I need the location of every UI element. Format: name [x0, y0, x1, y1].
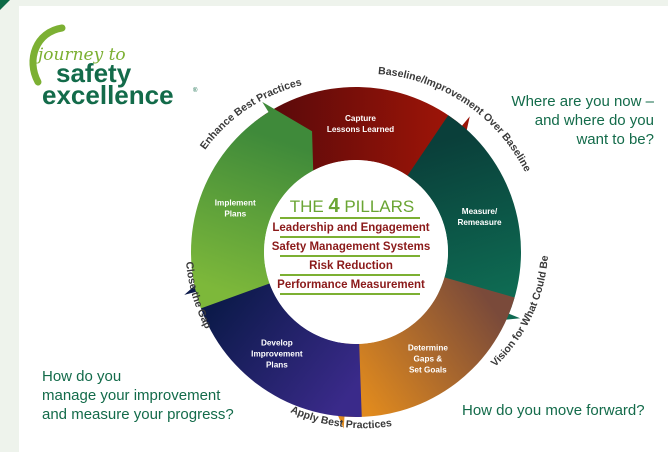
pillars-panel: THE 4 PILLARS Leadership and Engagement … — [272, 195, 431, 295]
pillars-title: THE 4 PILLARS — [290, 195, 415, 217]
center-circle — [264, 160, 448, 344]
question-line: and where do you — [534, 112, 654, 129]
segment-label-line: Develop — [261, 338, 293, 347]
pillar-risk-reduction: Risk Reduction — [309, 260, 393, 272]
question-line: manage your improvement — [42, 387, 221, 404]
cycle-arrow-determine — [320, 277, 515, 429]
question-move-forward: How do you move forward? — [462, 402, 645, 419]
segment-label-line: Gaps & — [414, 355, 443, 364]
logo-excellence-text: excellence — [42, 80, 174, 110]
corner-accent — [0, 0, 10, 10]
segment-label-line: Remeasure — [457, 218, 502, 227]
pillars-title-number: 4 — [328, 195, 340, 217]
logo-journey-text: journey to — [34, 45, 126, 65]
logo-registered-mark: ® — [193, 87, 198, 94]
logo-safety-text: safety — [56, 58, 132, 88]
pillar-performance: Performance Measurement — [277, 279, 425, 291]
pillars-title-suffix: PILLARS — [340, 197, 415, 216]
logo-swoosh-icon — [29, 24, 66, 86]
segment-label-line: Measure/ — [462, 207, 498, 216]
segment-label-line: Capture — [345, 114, 376, 123]
segment-label-measure: Measure/Remeasure — [457, 207, 502, 227]
cycle-segments — [184, 86, 521, 429]
question-line: Where are you now – — [511, 93, 654, 110]
question-line: How do you — [42, 368, 122, 385]
question-where-now: Where are you now – and where do you wan… — [454, 92, 654, 149]
segment-label-line: Determine — [408, 344, 448, 353]
cycle-arrow-measure — [407, 115, 521, 324]
question-line: want to be? — [576, 131, 654, 148]
cycle-arrow-implement — [191, 101, 314, 309]
question-line: and measure your progress? — [42, 406, 234, 423]
segment-label-line: Lessons Learned — [327, 125, 394, 134]
segment-label-line: Plans — [224, 210, 246, 219]
question-manage-improvement: How do you manage your improvement and m… — [42, 367, 262, 424]
pillar-leadership: Leadership and Engagement — [272, 222, 429, 234]
segment-label-line: Improvement — [251, 349, 303, 358]
segment-label-line: Set Goals — [409, 366, 447, 375]
segment-label-line: Implement — [215, 199, 256, 208]
segment-label-line: Plans — [266, 360, 288, 369]
pillar-safety-management: Safety Management Systems — [272, 241, 431, 253]
pillars-title-prefix: THE — [290, 197, 329, 216]
journey-to-safety-excellence-logo: journey to safety excellence ® — [29, 24, 198, 110]
